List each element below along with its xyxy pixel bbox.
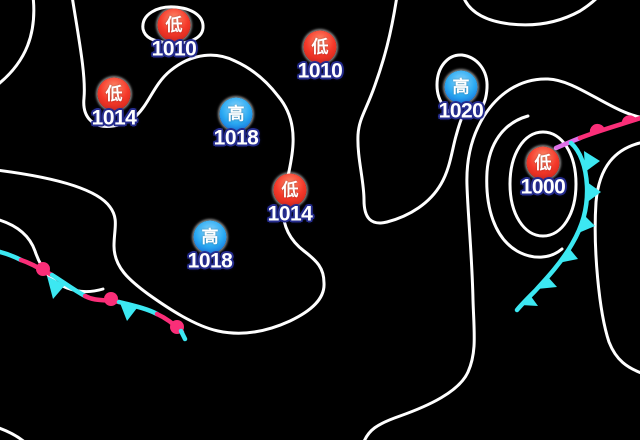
pressure-symbol: 高: [201, 227, 219, 247]
cold-segment: [0, 249, 24, 263]
pressure-symbol: 低: [105, 84, 123, 104]
cold-front-triangle: [558, 248, 578, 263]
stationary-front-southwest: [0, 249, 188, 342]
isobar-west-meander: [0, 0, 326, 335]
pressure-value: 1000: [520, 175, 566, 199]
pressure-value: 1018: [187, 249, 233, 273]
isobar-low-outer-sweep: [363, 77, 640, 440]
cold-front-triangle: [47, 276, 65, 299]
pressure-disc: 低: [97, 77, 131, 111]
pressure-value: 1014: [267, 202, 313, 226]
warm-front-semicircle: [36, 262, 50, 276]
pressure-marker-low-1014: 低 1014: [268, 173, 313, 225]
isobar-low-inner-loop: [508, 130, 578, 238]
pressure-symbol: 低: [311, 37, 329, 57]
isobar-loop-high-1020: [435, 53, 489, 119]
isobar-low-ring: [485, 114, 564, 259]
pressure-symbol: 高: [227, 104, 245, 124]
isobar-low-right-c: [593, 141, 640, 375]
isobar-loop-low-1010: [141, 5, 205, 45]
pressure-marker-high-1018: 高 1018: [188, 220, 233, 272]
pressure-value: 1014: [91, 106, 137, 130]
isobar-bottom-left-corner: [0, 426, 25, 440]
pressure-symbol: 低: [165, 15, 183, 35]
pressure-value: 1018: [213, 126, 259, 150]
warm-front-east: [553, 115, 640, 151]
pressure-disc: 低: [273, 173, 307, 207]
warm-front-light-segment: [553, 135, 583, 151]
pressure-disc: 低: [303, 30, 337, 64]
pressure-marker-low-1010: 低 1010: [298, 30, 343, 82]
pressure-symbol: 低: [534, 153, 552, 173]
cold-front-triangle: [576, 214, 595, 234]
pressure-symbol: 高: [452, 77, 470, 97]
pressure-marker-low-1010: 低 1010: [152, 8, 197, 60]
pressure-marker-high-1018: 高 1018: [214, 97, 259, 149]
pressure-value: 1020: [438, 99, 484, 123]
cold-segment: [116, 299, 160, 317]
warm-front-semicircle: [104, 292, 118, 306]
pressure-value: 1010: [151, 37, 197, 61]
pressure-disc: 低: [526, 146, 560, 180]
cold-front-triangle: [586, 182, 601, 203]
pressure-symbol: 低: [281, 180, 299, 200]
pressure-value: 1010: [297, 59, 343, 83]
isobar-central-wavy: [356, 0, 463, 225]
cold-front-triangle: [537, 277, 557, 289]
pressure-marker-low-1014: 低 1014: [92, 77, 137, 129]
isobar-top-right-u: [463, 0, 597, 27]
pressure-marker-low-1000: 低 1000: [521, 146, 566, 198]
pressure-marker-high-1020: 高 1020: [439, 70, 484, 122]
warm-front-line: [577, 115, 640, 141]
warm-front-semicircle: [621, 115, 637, 125]
cold-segment-tip: [178, 328, 188, 342]
pressure-disc: 高: [193, 220, 227, 254]
cold-segment: [49, 272, 88, 299]
cold-front-triangle: [521, 295, 538, 306]
cold-front-triangle: [584, 151, 600, 172]
isobar-top-left-arc: [0, 0, 36, 85]
pressure-disc: 高: [219, 97, 253, 131]
cold-front-east: [514, 140, 601, 313]
warm-front-semicircle: [589, 123, 605, 133]
pressure-disc: 低: [157, 8, 191, 42]
cold-front-triangle: [120, 303, 137, 321]
pressure-disc: 高: [444, 70, 478, 104]
